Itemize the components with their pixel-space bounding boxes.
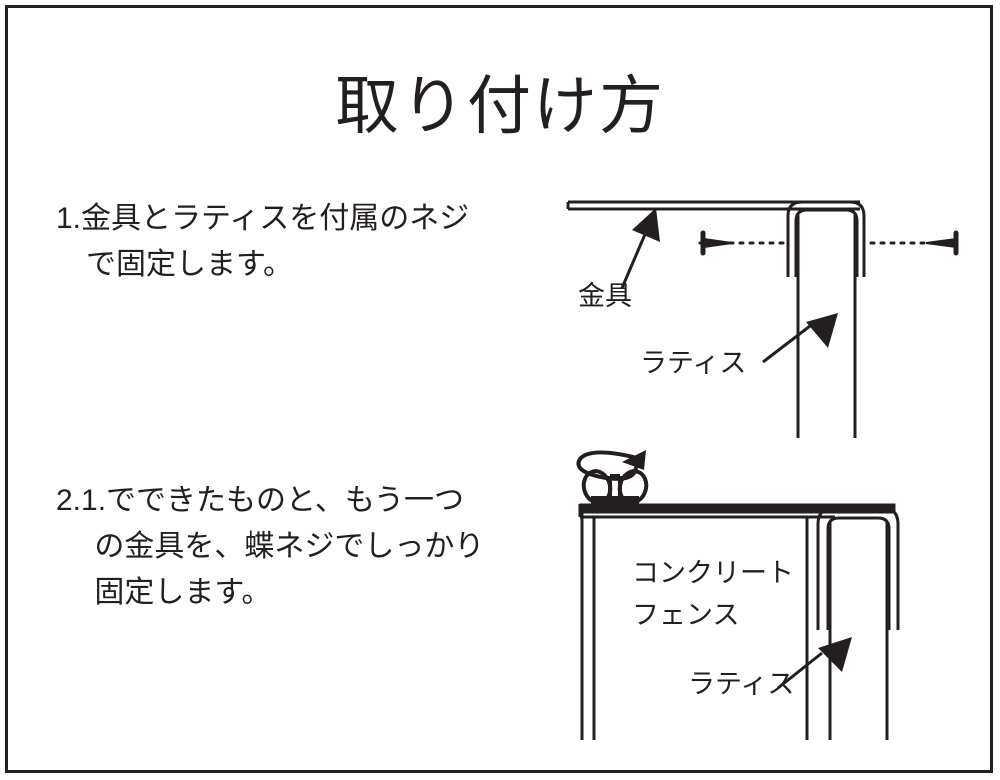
lattice-pointer-arrow [762,313,838,364]
step-2-figure: コンクリート フェンス ラティス [560,440,990,760]
lattice-panel [828,522,889,740]
lattice-pointer-arrow [777,637,852,690]
figure-1-label-lattice: ラティス [640,348,746,378]
step-1-instruction: 1.金具とラティスを付属のネジ で固定します。 [56,202,470,281]
metal-bracket-top-bar [578,503,896,519]
step-2-instruction: 2.1.でできたものと、もう一つ の金具を、蝶ネジでしっかり 固定します。 [56,484,485,609]
lattice-panel [796,215,857,438]
figure-2-label-fence: フェンス [632,600,739,630]
screw-right [869,230,959,256]
rotation-arrow [576,450,646,481]
figure-2-label-lattice: ラティス [688,669,794,699]
wing-screw [581,469,649,506]
screw-left [698,230,787,256]
step-1-figure: 金具 ラティス [560,180,990,450]
concrete-fence [580,513,809,740]
page-title: 取り付け方 [335,70,665,142]
bracket-pointer-arrow [620,208,660,289]
figure-1-label-bracket: 金具 [578,281,632,311]
figure-2-label-concrete: コンクリート [632,558,794,588]
